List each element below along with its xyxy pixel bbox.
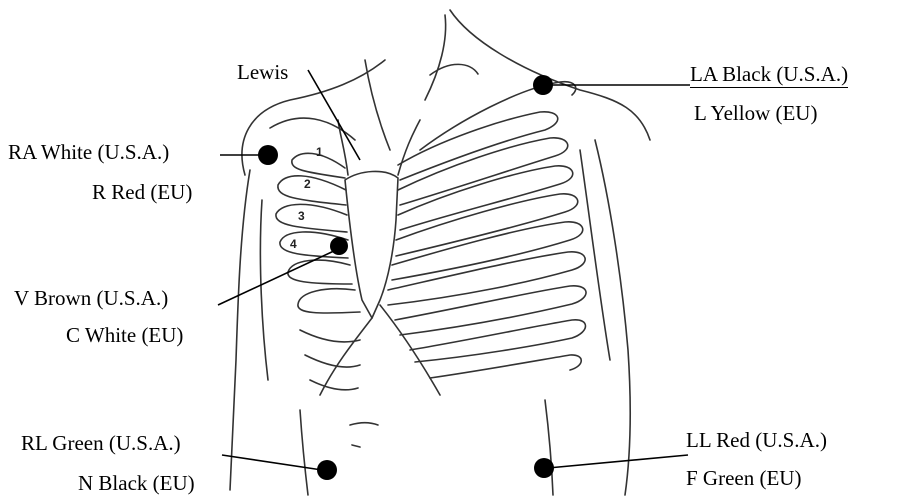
rib-number-3: 3 xyxy=(298,209,305,223)
label-v-usa: V Brown (U.S.A.) xyxy=(14,286,168,310)
rib-number-1: 1 xyxy=(316,145,323,159)
electrode-ra xyxy=(258,145,278,165)
abdomen-line-left xyxy=(300,410,308,495)
leader-ll xyxy=(548,455,688,468)
rib-l6 xyxy=(388,252,585,305)
label-rl-eu: N Black (EU) xyxy=(78,471,195,495)
rib-l7 xyxy=(395,286,586,335)
navel-mark xyxy=(352,445,360,447)
leader-v xyxy=(218,250,336,305)
inner-arm-left xyxy=(260,200,268,380)
manubrium xyxy=(338,120,420,175)
leader-rl xyxy=(222,455,322,470)
rib-r7 xyxy=(300,330,360,367)
label-ra-usa: RA White (U.S.A.) xyxy=(8,140,169,164)
label-la-usa: LA Black (U.S.A.) xyxy=(690,62,848,88)
electrode-ll xyxy=(534,458,554,478)
electrode-la xyxy=(533,75,553,95)
electrode-rl xyxy=(317,460,337,480)
label-ll-usa: LL Red (U.S.A.) xyxy=(686,428,827,452)
rib-r5 xyxy=(288,260,352,284)
label-ll-eu: F Green (EU) xyxy=(686,466,801,490)
costal-margin-left xyxy=(320,318,372,395)
rib-r8 xyxy=(310,380,358,390)
neck-right xyxy=(425,15,446,100)
abdomen-mark xyxy=(350,423,378,425)
abdomen-line-right xyxy=(545,400,553,495)
label-rl-usa: RL Green (U.S.A.) xyxy=(21,431,181,455)
rib-r6 xyxy=(298,289,360,313)
body-outline-right xyxy=(450,10,650,140)
rib-r3 xyxy=(276,204,347,232)
rib-l8 xyxy=(410,320,586,362)
left-arm-outline xyxy=(230,170,250,490)
rib-r2 xyxy=(278,176,346,205)
rib-number-2: 2 xyxy=(304,177,311,191)
rib-number-4: 4 xyxy=(290,237,297,251)
sternum xyxy=(345,171,398,318)
clavicle-right xyxy=(420,82,576,150)
label-ra-eu: R Red (EU) xyxy=(92,180,192,204)
electrode-v xyxy=(330,237,348,255)
label-la-eu: L Yellow (EU) xyxy=(694,101,817,125)
neck-left xyxy=(365,60,390,150)
label-lewis: Lewis xyxy=(237,60,288,84)
right-arm-outline xyxy=(595,140,630,495)
label-v-eu: C White (EU) xyxy=(66,323,183,347)
